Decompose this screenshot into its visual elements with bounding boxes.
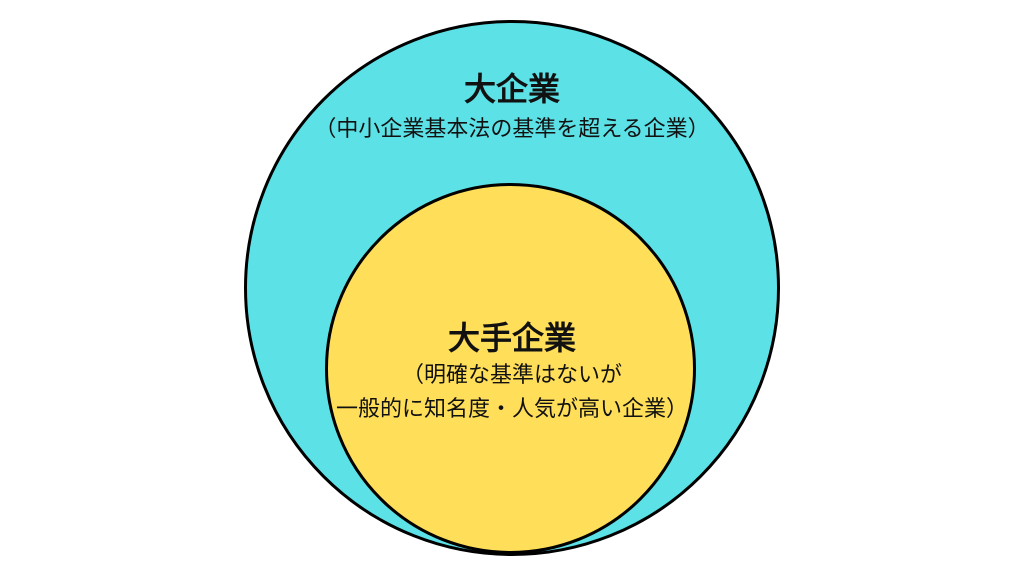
inner-subtitle-line1: （明確な基準はないが xyxy=(401,363,622,388)
inner-subtitle-line2: 一般的に知名度・人気が高い企業） xyxy=(335,397,688,422)
major-company-circle xyxy=(325,183,696,554)
inner-title: 大手企業 xyxy=(447,319,576,357)
outer-subtitle: （中小企業基本法の基準を超える企業） xyxy=(314,117,710,142)
outer-title: 大企業 xyxy=(463,70,560,108)
